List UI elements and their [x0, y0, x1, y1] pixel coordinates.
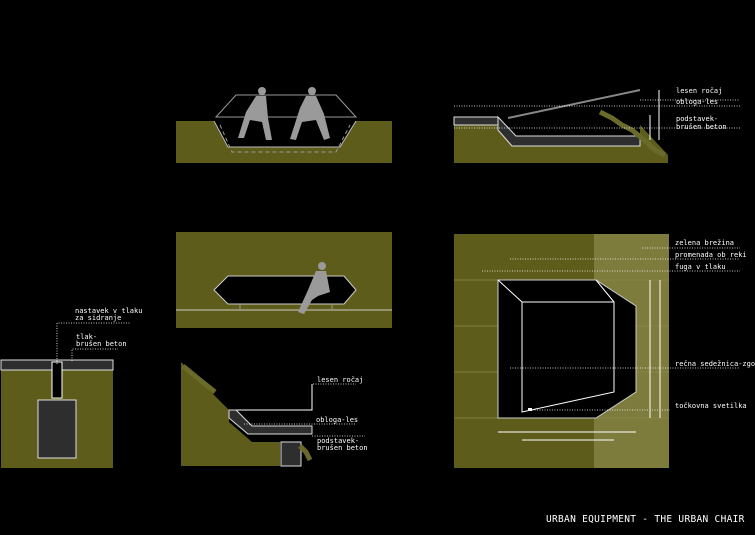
- label-brusen-beton: brušen beton: [676, 123, 727, 131]
- bench-outline: [214, 94, 358, 118]
- point-light: [528, 408, 532, 411]
- section-bottom: lesen ročaj obloga-les podstavek- brušen…: [181, 362, 368, 467]
- label-fuga: fuga v tlaku: [675, 263, 726, 271]
- label-nastavek: nastavek v tlaku: [75, 307, 142, 315]
- label-tockovna-svetilka: točkovna svetilka: [675, 402, 747, 410]
- foundation-dashed: [219, 124, 351, 153]
- person-figure: [298, 262, 330, 314]
- label-tlak: tlak-: [76, 333, 97, 341]
- label-recna-sedeznica: rečna sedežnica-zgornja: [675, 360, 755, 368]
- bench-pit: [213, 120, 357, 148]
- label-brusen-beton: brušen beton: [76, 340, 127, 348]
- label-brusen-beton: brušen beton: [317, 444, 368, 452]
- ground-slope: [181, 362, 280, 466]
- label-podstavek: podstavek-: [676, 115, 718, 123]
- label-za-sidranje: za sidranje: [75, 314, 121, 322]
- label-obloga-les: obloga-les: [316, 416, 358, 424]
- plan-view: zelena brežina promenada ob reki fuga v …: [454, 234, 755, 468]
- bench-top: [213, 275, 357, 305]
- pavement-slab: [453, 116, 499, 126]
- label-podstavek: podstavek-: [317, 437, 359, 445]
- sheet-title: URBAN EQUIPMENT - THE URBAN CHAIR: [546, 514, 745, 525]
- bench-seat-plan: [521, 301, 615, 413]
- elevation-middle: [176, 232, 392, 328]
- concrete-footing: [37, 399, 77, 459]
- person-figure: [290, 87, 330, 140]
- label-lesen-rocaj: lesen ročaj: [317, 376, 363, 384]
- label-lesen-rocaj: lesen ročaj: [676, 87, 722, 95]
- person-figure: [238, 87, 272, 140]
- section-top-right: lesen ročaj obloga-les podstavek- brušen…: [453, 87, 740, 163]
- bench-seat: [497, 115, 641, 147]
- concrete-base: [280, 441, 302, 467]
- anchor-detail: nastavek v tlaku za sidranje tlak- bruše…: [0, 307, 142, 468]
- bench-seat: [228, 409, 313, 435]
- grass-slope: [598, 109, 667, 158]
- anchor-sleeve: [51, 361, 63, 399]
- label-promenada: promenada ob reki: [675, 251, 747, 259]
- label-obloga-les: obloga-les: [676, 98, 718, 106]
- wood-handrail: [507, 89, 641, 119]
- label-zelena-brezina: zelena brežina: [675, 239, 734, 247]
- elevation-top-seated: [176, 87, 392, 163]
